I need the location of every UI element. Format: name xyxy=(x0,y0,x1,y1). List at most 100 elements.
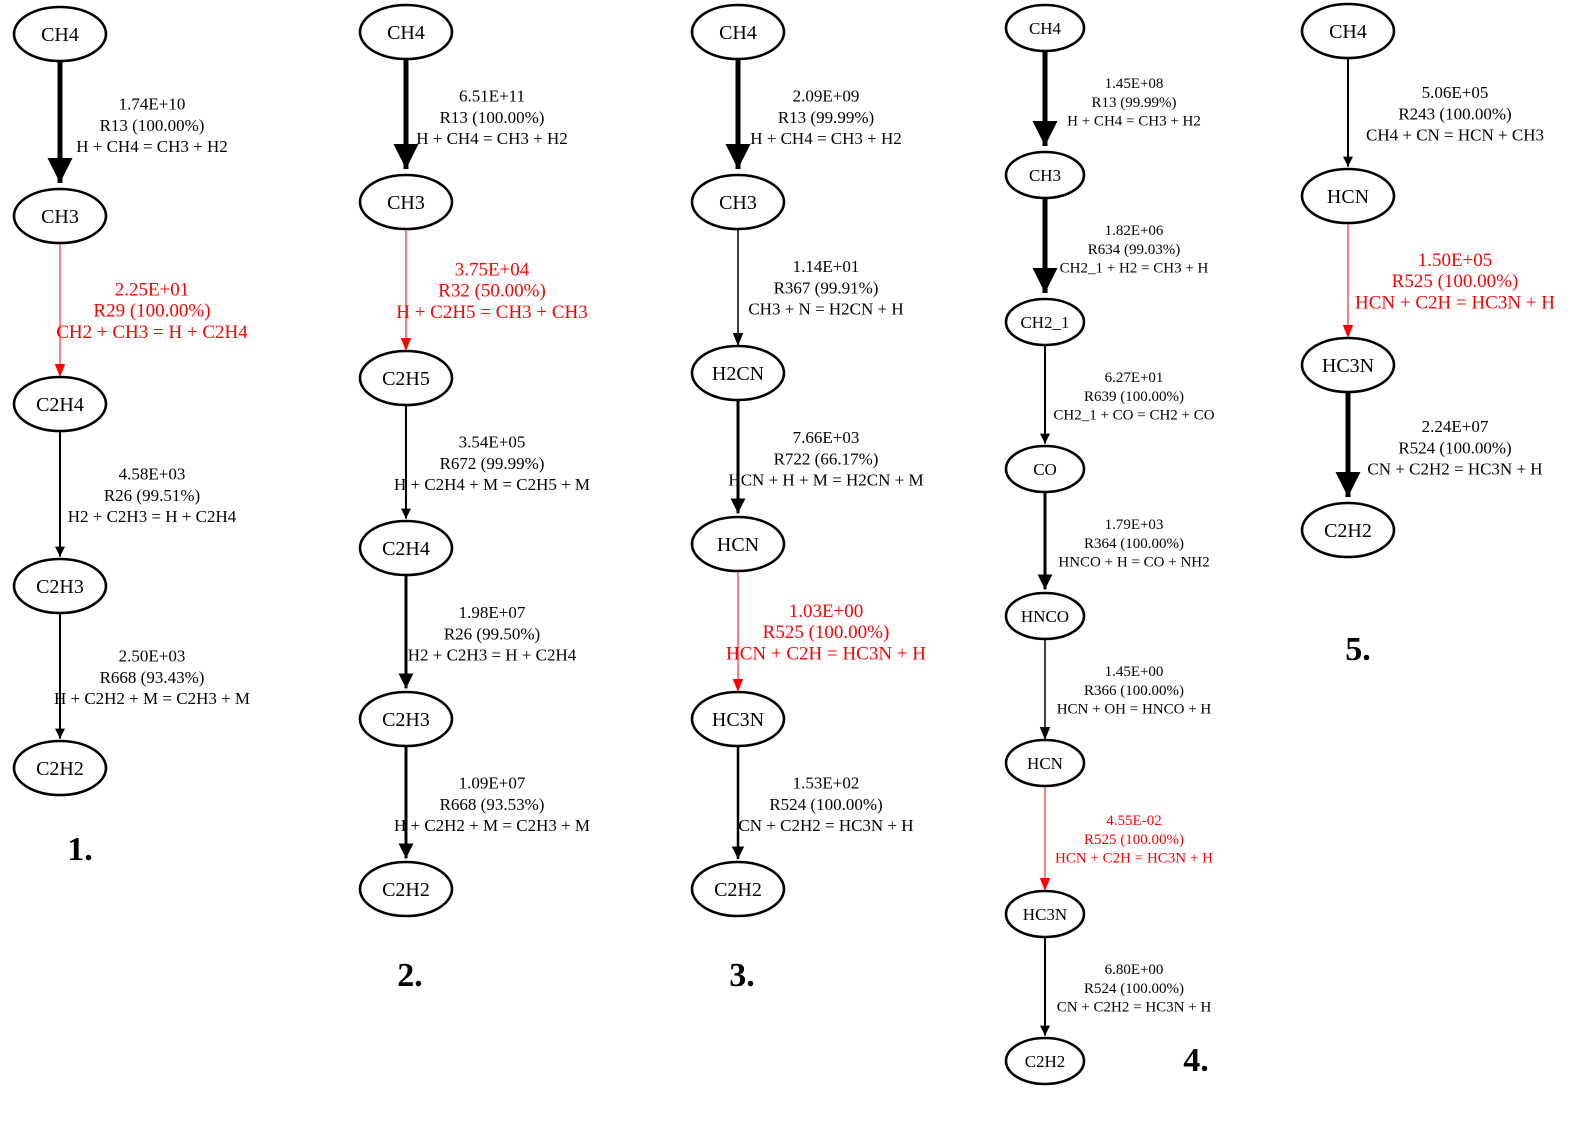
reaction-id-label: R525 (100.00%) xyxy=(1084,832,1184,848)
species-node-outline xyxy=(1004,889,1086,939)
species-node-outline xyxy=(12,739,108,797)
species-node: HC3N xyxy=(1004,889,1086,939)
species-node-outline xyxy=(358,173,454,231)
species-node-outline xyxy=(12,375,108,433)
species-node-outline xyxy=(1300,501,1396,559)
reaction-id-label: R672 (99.99%) xyxy=(440,454,545,473)
species-label: C2H3 xyxy=(36,576,84,598)
rate-label: 3.75E+04 xyxy=(455,259,530,280)
species-node-outline xyxy=(1004,150,1086,200)
reaction-id-label: R32 (50.00%) xyxy=(438,281,546,302)
rate-label: 1.53E+02 xyxy=(793,774,860,793)
species-label: C2H5 xyxy=(382,368,430,390)
pathway-number: 3. xyxy=(729,957,755,994)
species-node: C2H3 xyxy=(12,557,108,615)
reaction-id-label: R524 (100.00%) xyxy=(1084,981,1184,997)
species-label: CH3 xyxy=(41,206,79,228)
species-label: C2H4 xyxy=(382,538,430,560)
species-node: HCN xyxy=(690,515,786,573)
species-label: HC3N xyxy=(1322,355,1374,377)
species-node-outline xyxy=(690,515,786,573)
rate-label: 1.79E+03 xyxy=(1105,517,1164,533)
species-node: C2H2 xyxy=(1004,1036,1086,1086)
species-node-outline xyxy=(12,557,108,615)
species-label: CH4 xyxy=(1029,19,1062,38)
species-label: C2H2 xyxy=(1324,520,1372,542)
species-node-outline xyxy=(1004,444,1086,494)
species-label: C2H4 xyxy=(36,394,84,416)
rate-label: 7.66E+03 xyxy=(793,428,860,447)
reaction-id-label: R26 (99.50%) xyxy=(444,624,540,643)
species-label: C2H2 xyxy=(382,879,430,901)
species-node: CO xyxy=(1004,444,1086,494)
species-node-outline xyxy=(1004,591,1086,641)
reaction-id-label: R524 (100.00%) xyxy=(769,795,882,814)
species-node: CH3 xyxy=(1004,150,1086,200)
reaction-equation-label: CN + C2H2 = HC3N + H xyxy=(1367,460,1542,479)
species-node: HNCO xyxy=(1004,591,1086,641)
rate-label: 6.27E+01 xyxy=(1105,370,1164,386)
species-label: C2H2 xyxy=(36,758,84,780)
rate-label: 1.45E+00 xyxy=(1105,664,1164,680)
species-node: HCN xyxy=(1300,167,1396,225)
reaction-equation-label: H + CH4 = CH3 + H2 xyxy=(750,129,902,148)
reaction-equation-label: CH3 + N = H2CN + H xyxy=(748,300,903,319)
species-node: CH4 xyxy=(690,3,786,61)
species-node: C2H2 xyxy=(358,860,454,918)
species-node-outline xyxy=(1004,738,1086,788)
reaction-id-label: R13 (100.00%) xyxy=(440,108,545,127)
species-label: H2CN xyxy=(712,363,764,385)
species-node-outline xyxy=(358,3,454,61)
species-node: CH4 xyxy=(1300,2,1396,60)
reaction-equation-label: HCN + C2H = HC3N + H xyxy=(1055,851,1213,867)
reaction-equation-label: CH4 + CN = HCN + CH3 xyxy=(1366,126,1544,145)
species-node-outline xyxy=(690,344,786,402)
species-node: C2H2 xyxy=(690,860,786,918)
species-label: CH4 xyxy=(387,22,425,44)
rate-label: 1.74E+10 xyxy=(119,95,186,114)
rate-label: 3.54E+05 xyxy=(459,433,526,452)
reaction-id-label: R366 (100.00%) xyxy=(1084,683,1184,699)
rate-label: 2.24E+07 xyxy=(1422,417,1489,436)
species-node: C2H2 xyxy=(1300,501,1396,559)
species-node-outline xyxy=(690,3,786,61)
species-node-outline xyxy=(690,860,786,918)
species-node: CH3 xyxy=(690,173,786,231)
species-node-outline xyxy=(1300,2,1396,60)
species-label: CH3 xyxy=(719,192,757,214)
species-label: HCN xyxy=(1327,186,1369,208)
rate-label: 4.58E+03 xyxy=(119,465,186,484)
rate-label: 1.14E+01 xyxy=(793,257,860,276)
species-node-outline xyxy=(1300,336,1396,394)
reaction-id-label: R525 (100.00%) xyxy=(1392,271,1519,292)
reaction-id-label: R668 (93.53%) xyxy=(440,795,545,814)
reaction-id-label: R29 (100.00%) xyxy=(93,301,210,322)
rate-label: 1.03E+00 xyxy=(789,601,864,622)
reaction-id-label: R634 (99.03%) xyxy=(1088,242,1181,258)
pathway-number: 2. xyxy=(397,957,423,994)
reaction-id-label: R364 (100.00%) xyxy=(1084,536,1184,552)
species-node-outline xyxy=(690,690,786,748)
rate-label: 1.50E+05 xyxy=(1418,250,1493,271)
species-node: C2H5 xyxy=(358,349,454,407)
reaction-equation-label: H + CH4 = CH3 + H2 xyxy=(76,137,228,156)
species-label: C2H3 xyxy=(382,709,430,731)
reaction-equation-label: HCN + H + M = H2CN + M xyxy=(728,471,923,490)
species-node-outline xyxy=(1004,1036,1086,1086)
species-label: CH4 xyxy=(1329,21,1367,43)
species-label: CH2_1 xyxy=(1020,313,1069,332)
reaction-id-label: R13 (100.00%) xyxy=(100,116,205,135)
species-node: CH3 xyxy=(358,173,454,231)
reaction-equation-label: H2 + C2H3 = H + C2H4 xyxy=(408,646,577,665)
reaction-equation-label: CN + C2H2 = HC3N + H xyxy=(738,816,913,835)
species-node: H2CN xyxy=(690,344,786,402)
reaction-equation-label: CH2 + CH3 = H + C2H4 xyxy=(56,322,248,343)
reaction-id-label: R639 (100.00%) xyxy=(1084,389,1184,405)
rate-label: 4.55E-02 xyxy=(1106,813,1161,829)
rate-label: 5.06E+05 xyxy=(1422,83,1489,102)
pathway-number: 1. xyxy=(67,831,93,868)
species-label: CH4 xyxy=(719,22,757,44)
reaction-equation-label: H + C2H2 + M = C2H3 + M xyxy=(54,689,250,708)
